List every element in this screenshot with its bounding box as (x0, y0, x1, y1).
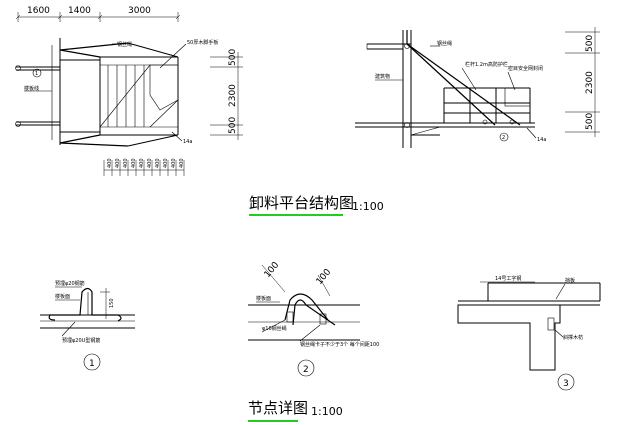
plan-dim-1600: 1600 (27, 6, 50, 16)
plan-dim-1400: 1400 (68, 6, 91, 16)
structure-title: 卸料平台结构图 1:100 (249, 194, 384, 216)
plan-bottom-dim: 400 (107, 158, 113, 168)
plan-dim-3000: 3000 (128, 6, 151, 16)
structure-title-scale: 1:100 (352, 200, 384, 213)
elev-label-rail: 栏杆1.2m高防护栏 (465, 61, 508, 68)
plan-bottom-dim: 400 (171, 158, 177, 168)
plan-view: 1600 1400 3000 1 (15, 6, 243, 176)
plan-bottom-dim: 400 (155, 158, 161, 168)
plan-bottom-dimensions: 400 400 400 400 400 400 400 400 400 400 (103, 158, 185, 176)
plan-bottom-dim: 400 (131, 158, 137, 168)
plan-right-dimensions: 500 2300 500 (210, 49, 243, 140)
plan-bottom-dim: 400 (139, 158, 145, 168)
plan-label-beam: 14a (183, 139, 192, 145)
detail2-dim: 100 (315, 267, 334, 287)
plan-label-building: 楼板线 (24, 85, 39, 92)
detail-title: 节点详图 1:100 (248, 399, 343, 422)
plan-dim-2300: 2300 (228, 84, 238, 107)
detail2-dim: 100 (263, 260, 282, 280)
detail1-label: 预埋φ20钢筋 (55, 280, 85, 287)
plan-top-dimensions: 1600 1400 3000 (15, 6, 181, 22)
elevation-view: 2 钢丝绳 栏杆1.2m高防护栏 密目安全网封闭 建筑物 14a 500 230… (355, 27, 600, 148)
detail2-label: 钢丝绳卡子不少于3个 每个间距100 (300, 341, 379, 348)
elev-dim-500-bottom: 500 (585, 113, 595, 130)
plan-label-rope: 钢丝绳 (117, 41, 132, 48)
plan-circle-label: 1 (35, 71, 38, 77)
detail3-label: 斜撑木枋 (563, 334, 583, 341)
plan-label-plate: 50厚木脚手板 (187, 39, 218, 46)
elev-circle-label: 2 (502, 135, 505, 141)
plan-dim-500-top: 500 (228, 49, 238, 66)
detail-2: 100 100 楼板面 φ16钢丝绳 钢丝绳卡子不少于3个 每个间距100 2 (248, 260, 379, 377)
plan-bottom-dim: 400 (147, 158, 153, 168)
elev-label-mesh: 密目安全网封闭 (508, 65, 543, 72)
elev-label-rope: 钢丝绳 (437, 40, 452, 47)
structure-title-text: 卸料平台结构图 (249, 194, 354, 212)
detail1-label: 楼板面 (55, 293, 70, 300)
detail-title-scale: 1:100 (311, 405, 343, 418)
plan-bottom-dim: 400 (123, 158, 129, 168)
elev-dim-2300: 2300 (585, 71, 595, 94)
detail-title-text: 节点详图 (248, 399, 308, 417)
plan-dim-500-bottom: 500 (228, 117, 238, 134)
plan-bottom-dim: 400 (179, 158, 185, 168)
detail-1: 150 预埋φ20钢筋 楼板面 预埋φ20U型钢筋 1 (40, 280, 135, 371)
detail2-label: φ16钢丝绳 (262, 325, 287, 332)
detail2-label: 楼板面 (256, 295, 271, 302)
detail3-label: 挡板 (565, 277, 575, 284)
detail1-dim: 150 (109, 298, 115, 308)
detail1-label: 预埋φ20U型钢筋 (62, 337, 100, 344)
detail-3: 14号工字钢 挡板 斜撑木枋 3 (457, 275, 601, 391)
elev-dim-500-top: 500 (585, 35, 595, 52)
detail1-id: 1 (89, 359, 95, 369)
elev-label-beam: 14a (537, 137, 546, 143)
detail3-id: 3 (563, 379, 569, 389)
plan-bottom-dim: 400 (163, 158, 169, 168)
detail2-id: 2 (303, 365, 309, 375)
plan-bottom-dim: 400 (115, 158, 121, 168)
elev-label-wall: 建筑物 (375, 73, 390, 80)
detail3-label: 14号工字钢 (495, 275, 521, 282)
elev-right-dimensions: 500 2300 500 (565, 27, 600, 137)
